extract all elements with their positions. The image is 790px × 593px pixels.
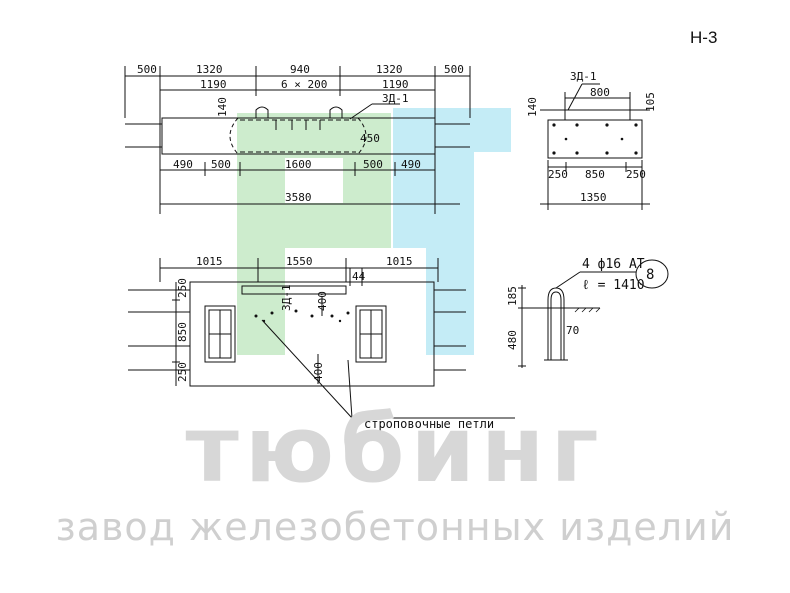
loop-dim-480: 480 (506, 330, 519, 350)
elevation-view-labels: 1015 1550 1015 250 850 250 44 400 400 ЗД… (176, 255, 413, 382)
elevation-view (128, 258, 515, 419)
plan-dim-bottom-4: 500 (363, 158, 383, 171)
section-dim-right: 105 (644, 92, 657, 112)
loop-detail-labels: 4 ф16 АТ ℓ = 1410 8 185 480 70 (506, 257, 654, 350)
plan-dim-bottom-3: 1600 (285, 158, 312, 171)
section-view-labels: ЗД-1 800 140 105 250 850 250 1350 (526, 70, 657, 204)
plan-dim-bottom-5: 490 (401, 158, 421, 171)
brand-subtitle: завод железобетонных изделий (55, 505, 735, 549)
brand-name: тюбинг (185, 396, 605, 503)
section-dim-bottom-3: 250 (626, 168, 646, 181)
section-embed-label: ЗД-1 (570, 70, 597, 83)
section-dim-bottom-2: 850 (585, 168, 605, 181)
elevation-dim-400b: 400 (312, 362, 325, 382)
plan-embed-label: ЗД-1 (382, 92, 409, 105)
section-dim-overall: 1350 (580, 191, 607, 204)
elevation-dim-left-1: 250 (176, 278, 189, 298)
plan-dim-top-5: 500 (444, 63, 464, 76)
elevation-dim-top-1: 1015 (196, 255, 223, 268)
plan-dim-inner-1: 1190 (200, 78, 227, 91)
elevation-dim-400a: 400 (316, 291, 329, 311)
plan-dim-450: 450 (360, 132, 380, 145)
section-dim-left: 140 (526, 97, 539, 117)
plan-dim-bottom-2: 500 (211, 158, 231, 171)
plan-dim-bottom-1: 490 (173, 158, 193, 171)
plan-dim-top-3: 940 (290, 63, 310, 76)
elevation-dim-44: 44 (352, 270, 366, 283)
loop-dim-70: 70 (566, 324, 579, 337)
loop-hatch (574, 307, 601, 313)
plan-dim-top-4: 1320 (376, 63, 403, 76)
loop-dim-185: 185 (506, 286, 519, 306)
elevation-dim-left-2: 850 (176, 322, 189, 342)
elevation-dim-top-3: 1015 (386, 255, 413, 268)
plan-dim-inner-3: 1190 (382, 78, 409, 91)
watermark-logo (237, 108, 511, 355)
sheet-code: Н-3 (690, 28, 718, 47)
section-dim-bottom-1: 250 (548, 168, 568, 181)
loop-spec: 4 ф16 АТ (582, 257, 645, 272)
loop-mark: 8 (646, 267, 654, 283)
loop-length: ℓ = 1410 (582, 278, 645, 293)
loop-detail (518, 259, 669, 368)
section-view (540, 83, 650, 210)
elevation-dim-left-3: 250 (176, 362, 189, 382)
elevation-dim-top-2: 1550 (286, 255, 313, 268)
elevation-embed-label: ЗД-1 (280, 285, 293, 312)
plan-view (124, 66, 471, 214)
plan-dim-top-1: 500 (137, 63, 157, 76)
section-rebars (552, 123, 638, 155)
plan-view-labels: 500 1320 940 1320 500 1190 6 × 200 1190 … (137, 63, 464, 204)
section-dim-top: 800 (590, 86, 610, 99)
elevation-marks (254, 309, 350, 323)
sling-loops-callout: строповочные петли (364, 417, 494, 431)
plan-dim-top-2: 1320 (196, 63, 223, 76)
plan-dim-inner-2: 6 × 200 (281, 78, 327, 91)
plan-dim-140: 140 (216, 97, 229, 117)
plan-dim-overall: 3580 (285, 191, 312, 204)
